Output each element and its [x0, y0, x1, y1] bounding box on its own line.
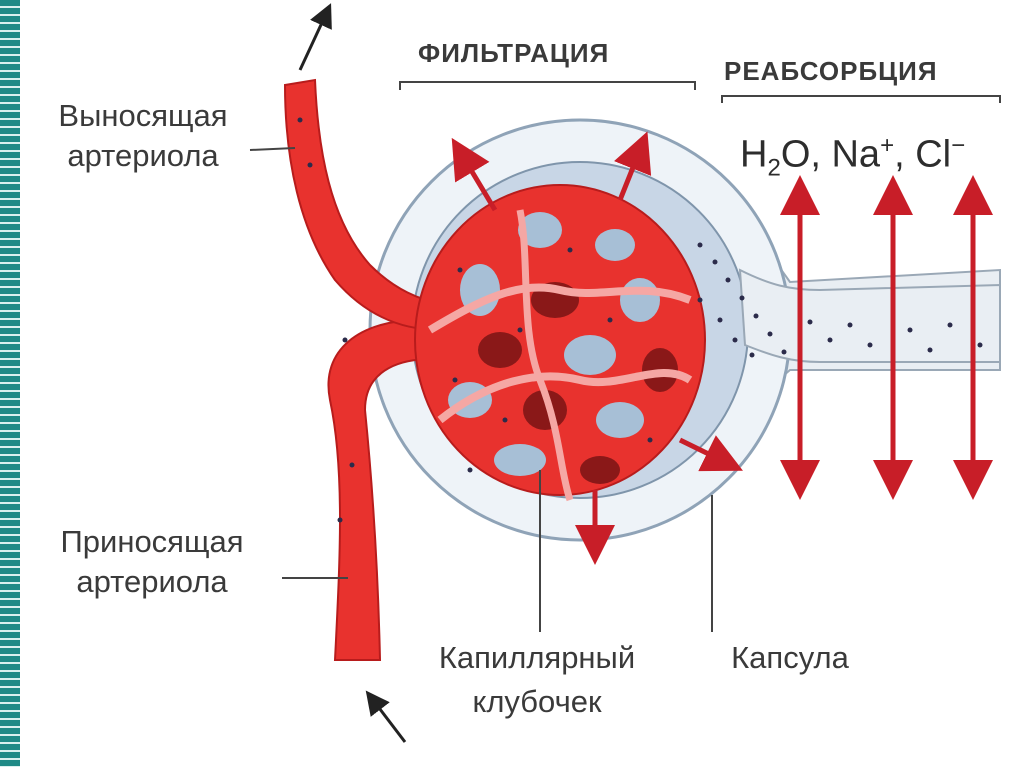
filtrate-particle: [725, 277, 731, 283]
filtrate-particle: [717, 317, 723, 323]
filtrate-particle: [567, 247, 573, 253]
glomerulus-label-line1: Капиллярный: [438, 640, 636, 675]
filtrate-particle: [753, 313, 759, 319]
ion-o-na: O, Na: [780, 133, 881, 176]
filtrate-particle: [947, 322, 953, 328]
afferent-label-line2: артериола: [76, 564, 228, 599]
filtration-arrow: [451, 137, 498, 212]
filtrate-particle: [697, 242, 703, 248]
efferent-label-line2: артериола: [67, 138, 219, 173]
filtrate-particle: [977, 342, 983, 348]
ion-cl: , Cl: [894, 133, 952, 176]
blood-inflow-arrow: [365, 690, 407, 743]
filtrate-particle: [807, 319, 813, 325]
filtrate-particle: [827, 337, 833, 343]
filtration-arrow: [614, 131, 652, 201]
decorative-left-strip: [0, 0, 20, 767]
filtrate-particle: [457, 267, 463, 273]
filtrate-particle: [502, 417, 508, 423]
ion-h-subscript: 2: [767, 154, 781, 182]
filtration-bracket: [399, 81, 696, 90]
filtrate-particle: [867, 342, 873, 348]
afferent-label-line1: Приносящая: [60, 524, 244, 559]
filtrate-particle: [712, 259, 718, 265]
filtrate-particle: [739, 295, 745, 301]
efferent-label-line1: Выносящая: [58, 98, 228, 133]
filtration-header: ФИЛЬТРАЦИЯ: [418, 38, 610, 68]
filtrate-particle: [732, 337, 738, 343]
filtrate-particle: [749, 352, 755, 358]
capsule-label: Капсула: [731, 640, 849, 675]
filtrate-particle: [337, 517, 343, 523]
filtrate-particle: [452, 377, 458, 383]
filtrate-particle: [647, 437, 653, 443]
blood-outflow-arrow: [298, 3, 332, 71]
filtrate-particle: [767, 331, 773, 337]
reabsorbed-ions: H2O, Na+, Cl−: [740, 132, 965, 182]
filtrate-particle: [607, 317, 613, 323]
filtrate-particle: [697, 297, 703, 303]
filtrate-particle: [467, 467, 473, 473]
reabsorption-header: РЕАБСОРБЦИЯ: [724, 56, 938, 86]
filtrate-particle: [342, 337, 348, 343]
filtrate-particle: [297, 117, 303, 123]
filtrate-particle: [517, 327, 523, 333]
filtrate-particle: [907, 327, 913, 333]
filtration-arrow: [678, 435, 743, 472]
filtrate-particle: [781, 349, 787, 355]
proximal-tubule: [738, 268, 1001, 363]
filtrate-particle: [847, 322, 853, 328]
capillary-glomerulus: [414, 184, 706, 502]
reabsorption-bracket: [721, 95, 1001, 103]
ion-h: H: [740, 133, 768, 176]
filtrate-particle: [927, 347, 933, 353]
filtrate-particle: [307, 162, 313, 168]
filtrate-particle: [349, 462, 355, 468]
efferent-leader: [249, 147, 296, 151]
glomerulus-label-line2: клубочек: [472, 684, 602, 719]
ion-cl-superscript: −: [951, 132, 966, 159]
ion-na-superscript: +: [880, 132, 895, 159]
